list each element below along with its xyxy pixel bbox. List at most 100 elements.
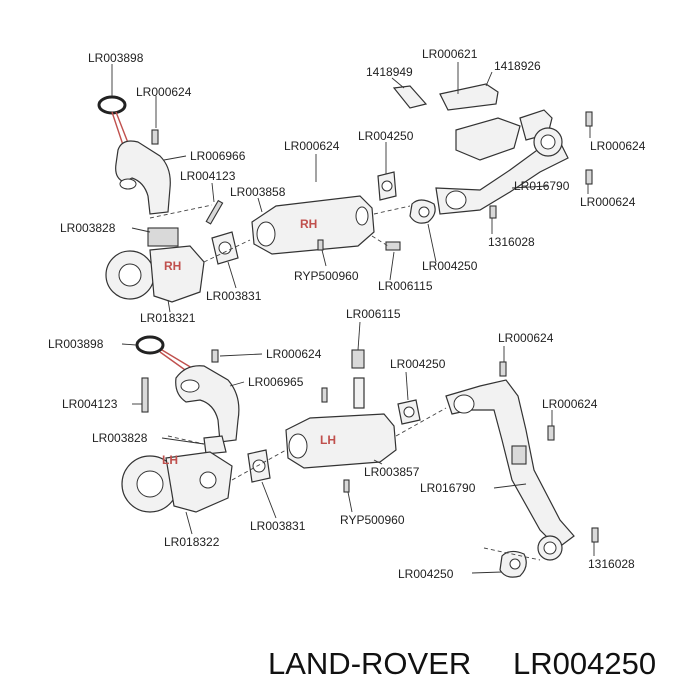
upper-dash-2 [203, 239, 251, 263]
upper-pipe-end-hole [540, 134, 556, 150]
upper-label-lr006966: LR006966 [190, 149, 246, 163]
lower-elbow-pipe [175, 365, 240, 443]
upper-lead-18 [511, 185, 549, 189]
lower-gasket-b-hole [509, 558, 521, 570]
upper-lead-9 [321, 249, 327, 267]
lower-gasket-ring [135, 335, 165, 355]
upper-lead-10 [389, 251, 395, 281]
upper-elbow-pipe [115, 140, 171, 215]
upper-lead-13 [427, 223, 437, 263]
upper-lead-5 [257, 197, 263, 213]
upper-turbo-body [149, 245, 205, 303]
upper-label-lr003858: LR003858 [230, 185, 286, 199]
lower-lead-1 [121, 343, 137, 346]
lower-dash-3 [395, 407, 447, 437]
upper-pipe-flange-hole [445, 190, 467, 210]
lower-lead-7 [261, 481, 277, 519]
lower-bolt-6 [547, 425, 555, 441]
lower-lead-11 [405, 371, 409, 401]
lower-lead-5 [161, 437, 205, 445]
lower-bolt-3 [343, 479, 350, 493]
lower-gasket-hole [252, 459, 266, 473]
lower-lead-16 [471, 571, 503, 574]
upper-bolt-4 [585, 111, 593, 127]
lower-label-lr003831: LR003831 [250, 519, 306, 533]
upper-label-1418926: 1418926 [494, 59, 541, 73]
upper-dash-3 [373, 205, 411, 215]
upper-label-lr006115: LR006115 [378, 279, 433, 293]
lower-label-1316028: 1316028 [588, 557, 635, 571]
lower-crossover-pipe [445, 379, 575, 549]
lower-label-lr000624-b: LR000624 [498, 331, 554, 345]
lower-label-lr006115: LR006115 [346, 307, 401, 321]
upper-assembly: LR003898 LR000624 LR006966 LR004123 LR00… [60, 47, 646, 325]
lower-label-lr003828: LR003828 [92, 431, 148, 445]
lower-pipe-end-hole [543, 541, 557, 555]
lower-label-lr003898: LR003898 [48, 337, 104, 351]
lower-label-lr004250-b: LR004250 [398, 567, 454, 581]
lower-turbo-body [165, 451, 233, 513]
lower-label-lr004123: LR004123 [62, 397, 118, 411]
lower-red-pointer-2 [161, 349, 193, 369]
lower-label-lr006965: LR006965 [248, 375, 304, 389]
upper-lead-8 [227, 261, 237, 289]
lower-lead-9 [373, 459, 383, 465]
lower-cooler-port [288, 433, 308, 459]
lower-pipe-bracket [511, 445, 527, 465]
upper-cooler-port-2 [355, 206, 369, 226]
lower-bolt-5 [499, 361, 507, 377]
upper-bracket-2 [439, 83, 499, 111]
upper-lead-3 [163, 155, 187, 161]
upper-lead-6 [131, 227, 151, 233]
upper-lead-7 [167, 299, 171, 313]
lower-gasket-a-hole [403, 406, 415, 418]
upper-bolt-5 [585, 169, 593, 185]
lower-lead-10 [357, 321, 361, 351]
upper-side-marker-cooler: RH [300, 217, 317, 231]
upper-bracket-1 [392, 85, 428, 109]
upper-lead-16 [485, 71, 493, 87]
lower-lead-2 [219, 353, 263, 357]
upper-elbow-mouth [119, 178, 137, 190]
upper-label-lr000624-c: LR000624 [590, 139, 646, 153]
upper-heat-shield [455, 117, 521, 161]
lower-side-marker-turbo: LH [162, 453, 178, 467]
upper-turbo-inlet [118, 263, 142, 287]
upper-label-lr000624-a: LR000624 [136, 85, 192, 99]
upper-bolt-3 [317, 239, 324, 251]
lower-label-lr003857: LR003857 [364, 465, 420, 479]
upper-sensor [385, 241, 401, 251]
lower-label-lr000624-a: LR000624 [266, 347, 322, 361]
lower-label-lr004250-a: LR004250 [390, 357, 446, 371]
upper-gasket-a-hole [381, 180, 393, 192]
upper-side-marker-turbo: RH [164, 259, 181, 273]
upper-label-lr000624-b: LR000624 [284, 139, 340, 153]
upper-label-lr000621: LR000621 [422, 47, 478, 61]
lower-pipe-flange-hole [453, 394, 475, 414]
upper-label-lr004123: LR004123 [180, 169, 236, 183]
lower-label-lr016790: LR016790 [420, 481, 476, 495]
upper-label-lr018321: LR018321 [140, 311, 196, 325]
upper-bolt-6 [489, 205, 497, 219]
upper-label-lr000624-d: LR000624 [580, 195, 636, 209]
lower-turbo-inlet [136, 470, 164, 498]
lower-label-lr018322: LR018322 [164, 535, 220, 549]
lower-elbow-mouth [180, 379, 200, 393]
upper-gasket-hole [218, 241, 232, 255]
lower-dash-1 [167, 435, 205, 445]
lower-bolt-7 [591, 527, 599, 543]
upper-bolt-2 [205, 199, 224, 225]
lower-side-marker-cooler: LH [320, 433, 336, 447]
lower-assembly: LR003898 LR000624 LR006965 LR004123 LR00… [48, 307, 635, 581]
upper-bolt-1 [151, 129, 159, 145]
footer-caption: LAND-ROVER LR004250 [268, 646, 656, 681]
upper-dash-1 [149, 204, 213, 219]
lower-egr-cooler [285, 413, 397, 469]
upper-cooler-port [256, 221, 276, 247]
upper-label-lr004250-a: LR004250 [358, 129, 414, 143]
upper-lead-4 [211, 182, 215, 203]
upper-label-ryp500960: RYP500960 [294, 269, 359, 283]
upper-label-lr003828: LR003828 [60, 221, 116, 235]
upper-dash-4 [371, 235, 389, 247]
